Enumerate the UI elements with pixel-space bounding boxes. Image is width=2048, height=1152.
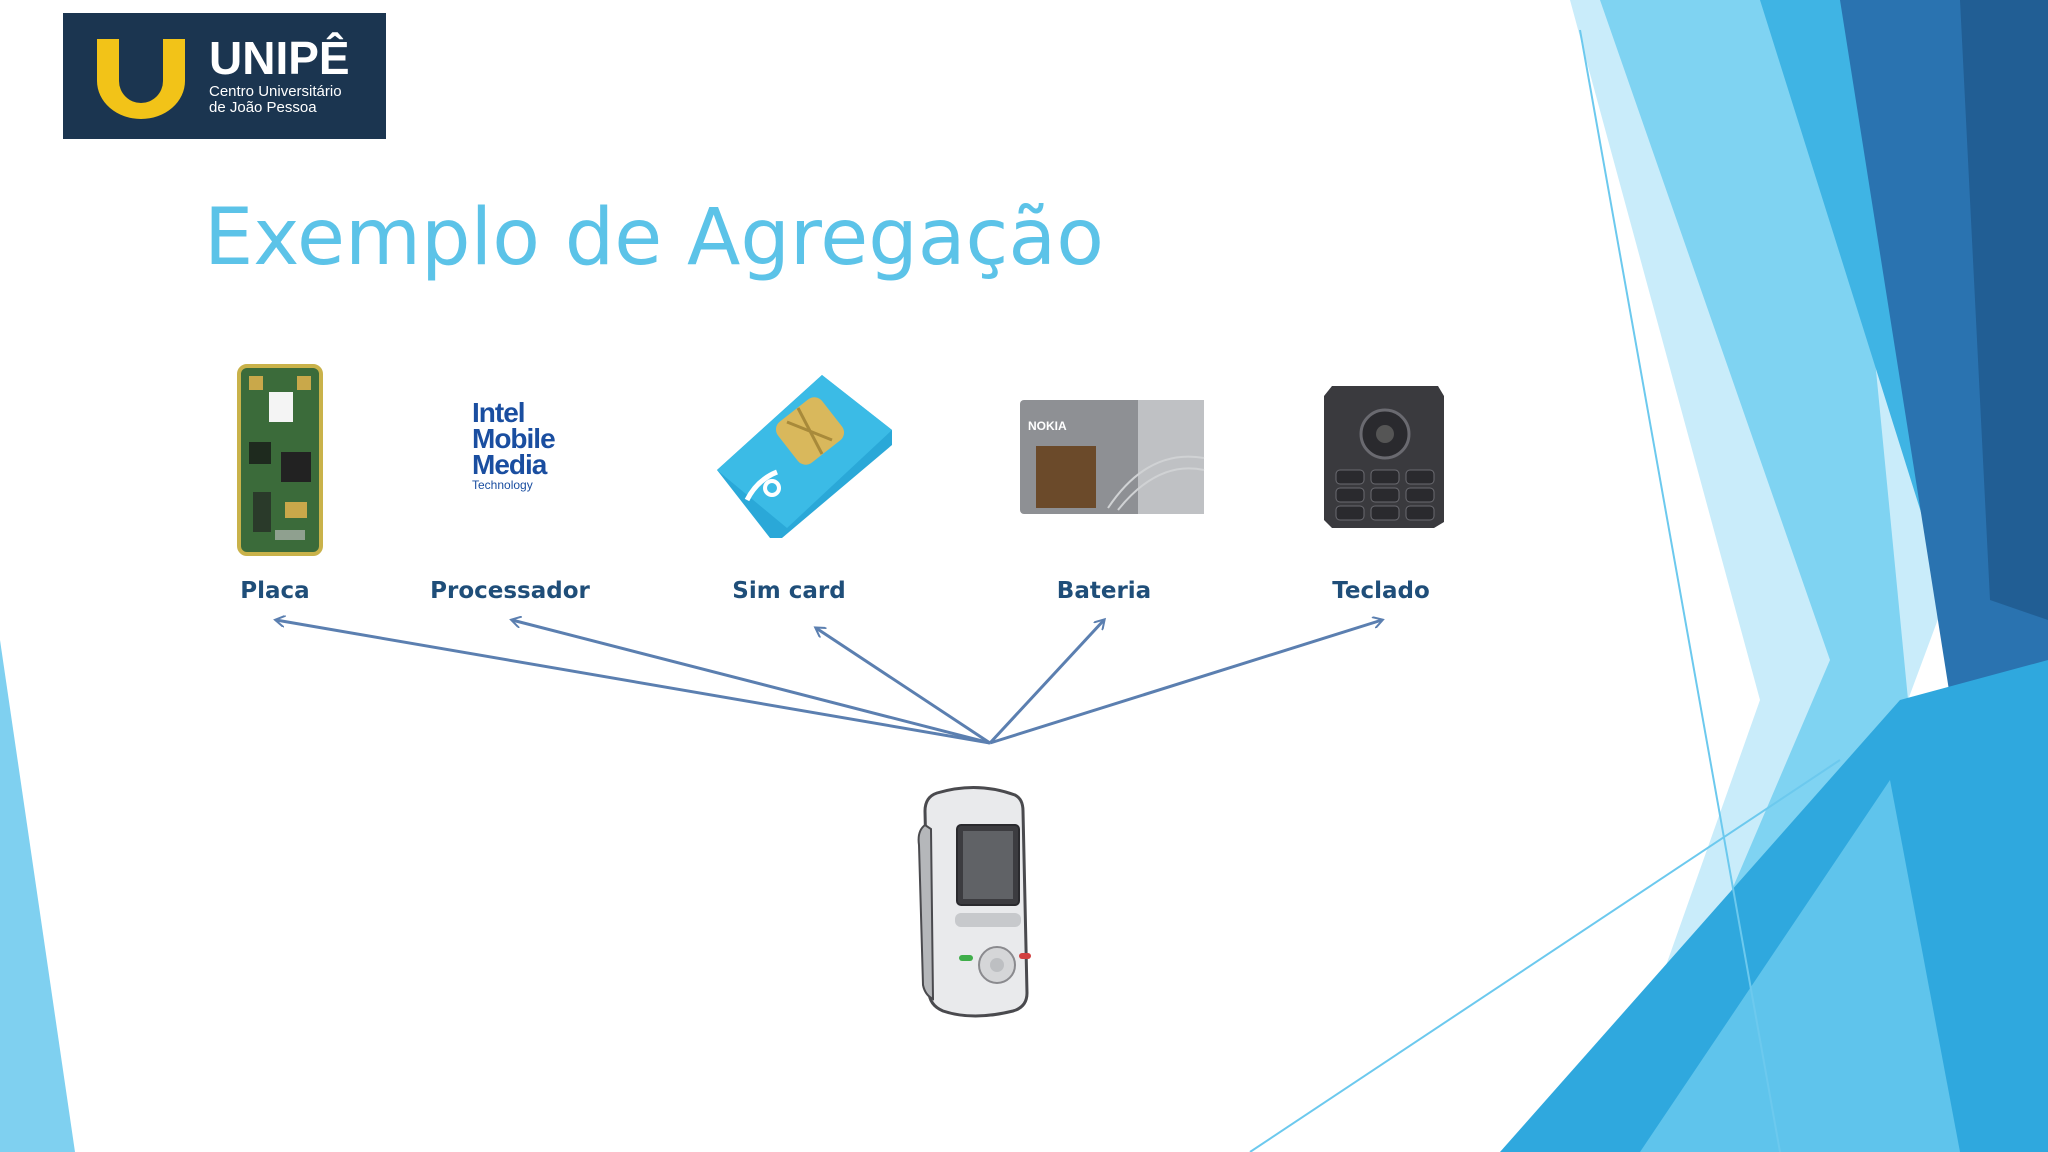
unipe-logo: UNIPÊ Centro Universitário de João Pesso… (63, 13, 386, 139)
battery-brand: NOKIA (1028, 419, 1067, 433)
intel-logo-line2: Mobile (472, 423, 556, 454)
arrow-to-sim-card (816, 628, 991, 745)
label-bateria: Bateria (1056, 578, 1152, 604)
intel-mobile-media-logo: Intel Mobile Media Technology (472, 397, 582, 500)
logo-name: UNIPÊ (209, 32, 350, 84)
mobile-phone-image (917, 785, 1031, 1018)
label-sim-card: Sim card (732, 578, 846, 604)
arrow-to-bateria (988, 620, 1104, 745)
logo-subtitle-line1: Centro Universitário (209, 83, 342, 100)
arrow-to-processador (512, 620, 991, 745)
battery-image: NOKIA (1020, 400, 1205, 514)
slide-title: Exemplo de Agregação (204, 193, 1104, 283)
keypad-image (1324, 386, 1444, 528)
intel-logo-line3: Media (472, 449, 547, 480)
thin-line-1 (1579, 29, 1781, 1152)
label-teclado: Teclado (1332, 578, 1430, 604)
sim-card-image (717, 375, 892, 538)
arrow-to-teclado (989, 620, 1382, 745)
circuit-board-image (237, 364, 323, 556)
left-edge-shape (0, 640, 75, 1152)
logo-subtitle-line2: de João Pessoa (209, 99, 317, 116)
logo-u-mark (97, 39, 185, 119)
right-deep-shape (1960, 0, 2048, 620)
bottom-right-light-shape (1640, 780, 1960, 1152)
intel-logo-line4: Technology (472, 478, 533, 492)
label-placa: Placa (240, 578, 310, 604)
intel-logo-line1: Intel (472, 397, 526, 428)
logo-subtitle: Centro Universitário de João Pessoa (209, 84, 384, 116)
arrow-to-placa (276, 620, 991, 745)
thin-line-2 (1249, 759, 1841, 1152)
label-processador: Processador (430, 578, 590, 604)
